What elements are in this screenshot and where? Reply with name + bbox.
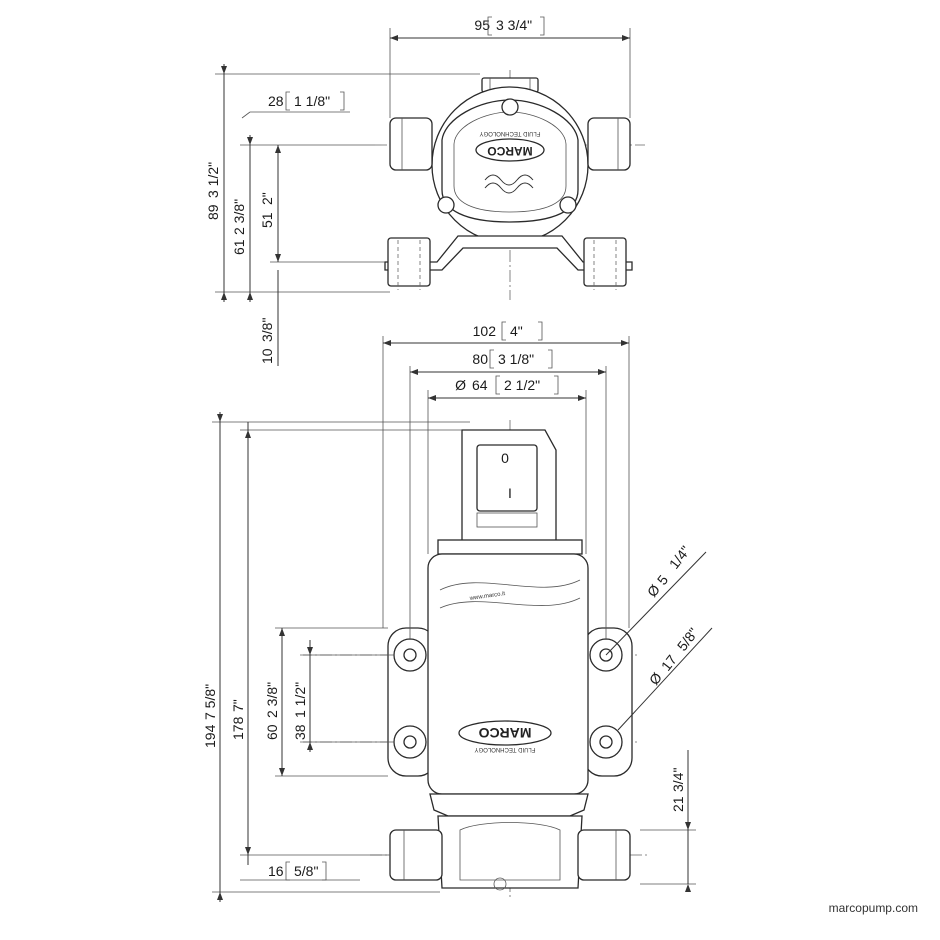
can-label-url: www.marco.it xyxy=(468,591,505,602)
dim-top-height-mm: 89 xyxy=(205,204,221,220)
dim-front-mount-in: 3 1/8" xyxy=(498,351,534,367)
dim-front-mount-inner-in: 1 1/2" xyxy=(292,682,308,718)
dim-port-axis-mm: 21 xyxy=(670,796,686,812)
front-tagline: FLUID TECHNOLOGY xyxy=(475,746,536,752)
dim-boss-prefix: Ø xyxy=(646,669,665,688)
dim-front-dia-in: 2 1/2" xyxy=(504,377,540,393)
dim-hole-in: 1/4" xyxy=(666,543,694,572)
dim-boss-in: 5/8" xyxy=(674,625,702,654)
top-tagline: FLUID TECHNOLOGY xyxy=(480,130,541,136)
dim-top-foot-mm: 51 xyxy=(259,212,275,228)
dim-top-foot-in: 2" xyxy=(259,192,275,205)
dim-top-axis-mm: 61 xyxy=(231,239,247,255)
front-view: 0 I www.marco.it MARCO FLUID TECHNOLOGY xyxy=(202,321,713,902)
dim-front-height-in: 7 5/8" xyxy=(202,684,218,720)
dim-front-mount-mm: 80 xyxy=(472,351,488,367)
dim-hole-mm: 5 xyxy=(654,572,672,588)
dim-front-mount-outer-mm: 60 xyxy=(264,724,280,740)
dim-front-body-mm: 178 xyxy=(230,716,246,740)
dim-front-width-mm: 102 xyxy=(473,323,497,339)
dim-port-axis-in: 3/4" xyxy=(670,768,686,792)
dim-front-height-mm: 194 xyxy=(202,724,218,748)
dim-top-offset-in: 1 1/8" xyxy=(294,93,330,109)
front-logo: MARCO xyxy=(478,725,531,741)
dim-port-bottom-mm: 16 xyxy=(268,863,284,879)
switch-off-symbol: 0 xyxy=(501,450,509,466)
dim-front-width-in: 4" xyxy=(510,323,523,339)
dim-front-mount-inner-mm: 38 xyxy=(292,724,308,740)
dim-top-width-mm: 95 xyxy=(474,17,490,33)
switch-on-symbol: I xyxy=(508,485,512,501)
dim-front-dia-mm: 64 xyxy=(472,377,488,393)
dim-top-thickness-in: 3/8" xyxy=(259,318,275,342)
dim-top-thickness-mm: 10 xyxy=(259,348,275,364)
dim-front-mount-outer-in: 2 3/8" xyxy=(264,682,280,718)
dim-boss-mm: 17 xyxy=(658,652,680,674)
dim-front-dia-prefix: Ø xyxy=(455,377,466,393)
dim-top-height-in: 3 1/2" xyxy=(205,162,221,198)
dim-top-offset-mm: 28 xyxy=(268,93,284,109)
website-label: marcopump.com xyxy=(829,901,918,915)
dim-top-axis-in: 2 3/8" xyxy=(231,199,247,235)
dim-front-body-in: 7" xyxy=(230,699,246,712)
top-view: MARCO FLUID TECHNOLOGY 95 3 3/4" 28 1 1/… xyxy=(205,16,645,366)
top-logo: MARCO xyxy=(487,144,532,158)
dim-port-bottom-in: 5/8" xyxy=(294,863,318,879)
dim-top-width-in: 3 3/4" xyxy=(496,17,532,33)
